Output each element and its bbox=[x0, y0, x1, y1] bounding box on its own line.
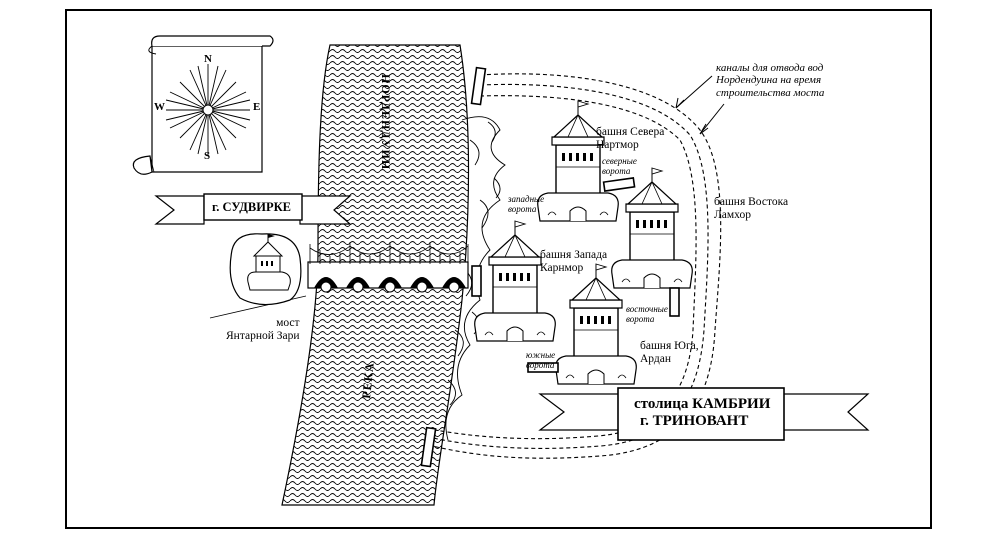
tower-north-line1: башня Севера bbox=[596, 126, 665, 138]
canal-gate-bottom bbox=[420, 426, 437, 468]
gate-south-label: южные ворота bbox=[526, 350, 555, 370]
tower-east-label: башня Востока Ламхор bbox=[714, 196, 788, 222]
compass-w: W bbox=[154, 101, 165, 113]
capital-banner bbox=[538, 387, 870, 441]
compass-n: N bbox=[204, 53, 212, 65]
gate-west-line2: ворота bbox=[508, 204, 537, 215]
gate-north-line2: ворота bbox=[602, 166, 631, 177]
tower-south-line2: Ардан bbox=[640, 352, 672, 365]
sudvirke-banner bbox=[154, 193, 352, 225]
canals bbox=[427, 73, 722, 459]
canal-gate-top bbox=[470, 66, 487, 106]
gate-west bbox=[471, 265, 482, 297]
gate-north-line1: северные bbox=[602, 156, 637, 166]
gate-west-line1: западные bbox=[508, 194, 545, 204]
river-name-2: НОРДЕНДУИН bbox=[379, 74, 393, 171]
map-frame bbox=[65, 9, 932, 529]
tower-east-line2: Ламхор bbox=[714, 208, 751, 221]
gate-south bbox=[527, 362, 559, 373]
tower-north-line2: Нартмор bbox=[596, 138, 639, 151]
canals-note-line2: Нордендуина на время bbox=[716, 74, 822, 87]
gate-east bbox=[669, 287, 680, 317]
tower-west bbox=[474, 220, 556, 342]
canals-note-line3: строительства моста bbox=[716, 86, 825, 99]
gate-east-line1: восточные bbox=[626, 304, 668, 314]
bridge-label: мост Янтарной Зари bbox=[226, 317, 300, 343]
tower-south-label: башня Юга, Ардан bbox=[640, 340, 699, 366]
compass-s: S bbox=[204, 150, 211, 162]
gates bbox=[420, 66, 680, 468]
canals-note: каналы для отвода вод Нордендуина на вре… bbox=[716, 62, 824, 99]
compass-scroll bbox=[132, 35, 274, 175]
gate-south-line1: южные bbox=[526, 350, 556, 360]
gate-north-label: северные ворота bbox=[602, 156, 637, 176]
gate-east-line2: ворота bbox=[626, 314, 655, 325]
compass-e: E bbox=[253, 101, 261, 113]
bridge bbox=[209, 242, 469, 319]
gate-west-label: западные ворота bbox=[508, 194, 544, 214]
tower-south-line1: башня Юга, bbox=[640, 340, 699, 352]
capital-line1: столица КАМБРИИ bbox=[634, 396, 771, 412]
city-sudvirke: г. СУДВИРКЕ bbox=[212, 200, 291, 214]
canal-arrows bbox=[675, 75, 725, 135]
tower-west-line2: Карнмор bbox=[540, 261, 584, 274]
sudvirke-inset bbox=[229, 233, 302, 306]
capital-line2: г. ТРИНОВАНТ bbox=[640, 412, 749, 429]
tower-west-label: башня Запада Карнмор bbox=[540, 249, 607, 275]
bridge-label-line2: Янтарной Зари bbox=[226, 329, 300, 342]
tower-north-label: башня Севера Нартмор bbox=[596, 126, 664, 152]
bridge-label-line1: мост bbox=[276, 317, 300, 329]
canals-note-line1: каналы для отвода вод bbox=[716, 62, 824, 74]
gate-south-line2: ворота bbox=[526, 360, 555, 371]
capital-banner-text: столица КАМБРИИ г. ТРИНОВАНТ bbox=[634, 396, 770, 430]
gate-east-label: восточные ворота bbox=[626, 304, 668, 324]
tower-west-line1: башня Запада bbox=[540, 249, 608, 261]
tower-east-line1: башня Востока bbox=[714, 196, 789, 208]
gate-north bbox=[602, 177, 636, 192]
